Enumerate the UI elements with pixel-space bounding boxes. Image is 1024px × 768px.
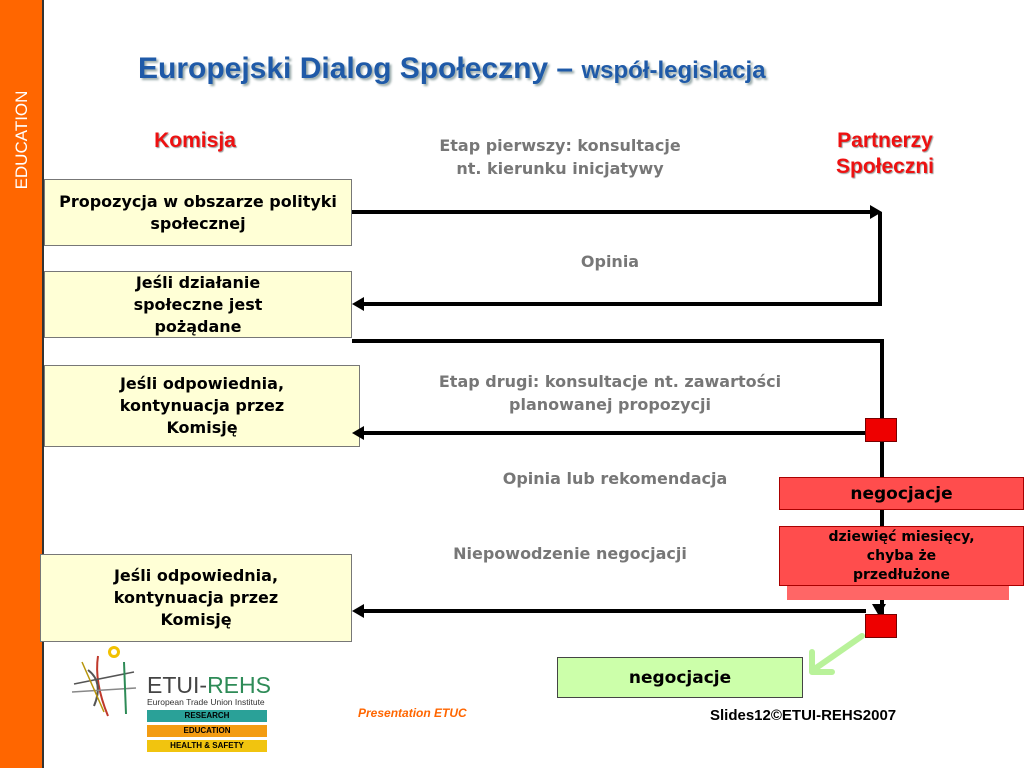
- arrow4-head: [352, 426, 364, 440]
- stage2-line1: Etap drugi: konsultacje nt. zawartości: [438, 372, 782, 391]
- stage2-label: Etap drugi: konsultacje nt. zawartości p…: [380, 370, 840, 416]
- connector-1: [878, 212, 882, 304]
- box-continue-2-text: Jeśli odpowiednia, kontynuacja przez Kom…: [113, 566, 279, 629]
- footer-presentation: Presentation ETUC: [358, 706, 467, 720]
- negotiation-box: negocjacje: [779, 477, 1024, 510]
- header-partners-line2: Społeczni: [835, 155, 935, 178]
- arrow5-line: [364, 609, 866, 613]
- logo-institute: European Trade Union Institute: [147, 697, 265, 707]
- box-continue-1: Jeśli odpowiednia, kontynuacja przez Kom…: [44, 365, 360, 447]
- nine-months-line2: chyba że: [866, 547, 937, 564]
- box-continue-2: Jeśli odpowiednia, kontynuacja przez Kom…: [40, 554, 352, 642]
- logo-bar-health: HEALTH & SAFETY: [147, 740, 267, 752]
- side-bar: EDUCATION: [0, 0, 44, 768]
- header-commission: Komisja: [154, 129, 236, 152]
- red-square-2: [865, 614, 897, 638]
- header-partners-line1: Partnerzy: [837, 129, 933, 152]
- title-sub: współ-legislacja: [581, 57, 766, 84]
- arrow3-line: [352, 339, 882, 343]
- title-main: Europejski Dialog Społeczny –: [138, 52, 574, 85]
- failure-label: Niepowodzenie negocjacji: [453, 544, 687, 563]
- stage1-label: Etap pierwszy: konsultacje nt. kierunku …: [390, 134, 730, 180]
- arrow4-line: [364, 431, 866, 435]
- footer-slide-number: Slides12©ETUI-REHS2007: [710, 707, 897, 724]
- opinion-label: Opinia: [580, 252, 640, 271]
- negotiation-box-bottom: negocjacje: [557, 657, 803, 698]
- arrow2-line: [364, 302, 882, 306]
- logo-bar-research: RESEARCH: [147, 710, 267, 722]
- logo-bar-education: EDUCATION: [147, 725, 267, 737]
- opinion-rec-label: Opinia lub rekomendacja: [502, 469, 728, 488]
- box-action-desired: Jeśli działanie społeczne jest pożądane: [44, 271, 352, 338]
- etui-logo-icon: [71, 646, 137, 717]
- arrow2-head: [352, 297, 364, 311]
- page-title: Europejski Dialog Społeczny – współ-legi…: [138, 52, 766, 86]
- box-proposal-text: Propozycja w obszarze polityki społeczne…: [59, 191, 337, 233]
- nine-months-line1: dziewięć miesięcy,: [828, 528, 975, 545]
- logo-name-a: ETUI-: [147, 672, 208, 698]
- green-arrow-icon: [809, 633, 865, 675]
- nine-months-line3: przedłużone: [853, 566, 950, 583]
- stage2-line2: planowanej propozycji: [509, 395, 711, 414]
- stage1-line1: Etap pierwszy: konsultacje: [439, 136, 681, 155]
- logo-name: ETUI-REHS: [147, 672, 271, 699]
- box-action-desired-text: Jeśli działanie społeczne jest pożądane: [133, 272, 263, 336]
- stage1-line2: nt. kierunku inicjatywy: [456, 159, 664, 178]
- side-label: EDUCATION: [12, 90, 31, 190]
- red-square-1: [865, 418, 897, 442]
- nine-months-box: dziewięć miesięcy, chyba że przedłużone: [779, 526, 1024, 586]
- nine-months-shadow: [787, 586, 1009, 600]
- box-continue-1-text: Jeśli odpowiednia, kontynuacja przez Kom…: [119, 374, 285, 437]
- logo-name-b: REHS: [207, 672, 271, 698]
- header-partners: Partnerzy Społeczni: [800, 128, 970, 180]
- box-proposal: Propozycja w obszarze polityki społeczne…: [44, 179, 352, 246]
- arrow5-head: [352, 604, 364, 618]
- arrow1-line: [352, 210, 872, 214]
